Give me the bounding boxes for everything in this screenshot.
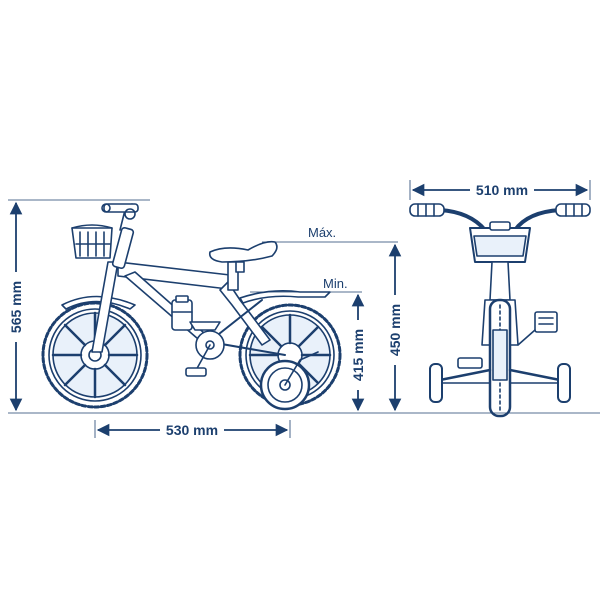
total-height-label: 565 mm	[8, 281, 24, 333]
side-view-bike	[41, 203, 342, 411]
seat-max-height-label: 450 mm	[387, 304, 403, 356]
training-wheel	[259, 351, 319, 411]
drivetrain	[185, 321, 225, 377]
wheel-front-view	[488, 298, 512, 418]
seat	[208, 240, 278, 291]
training-wheels-front-view	[429, 363, 571, 403]
rear-fender	[239, 290, 331, 304]
front-basket-front-view	[469, 221, 531, 263]
front-basket	[71, 224, 113, 259]
wheelbase-label: 530 mm	[166, 422, 218, 438]
front-fender	[61, 295, 136, 310]
handlebar-side	[101, 203, 139, 269]
handlebar-width-label: 510 mm	[476, 182, 528, 198]
min-seat-label: Min.	[323, 276, 348, 291]
pedals-front-view	[457, 311, 558, 369]
front-view-bike	[409, 203, 591, 418]
max-seat-label: Máx.	[308, 225, 336, 240]
seat-min-height-label: 415 mm	[350, 329, 366, 381]
front-wheel	[41, 301, 149, 409]
water-bottle	[171, 295, 193, 331]
dimension-lines	[8, 180, 600, 438]
